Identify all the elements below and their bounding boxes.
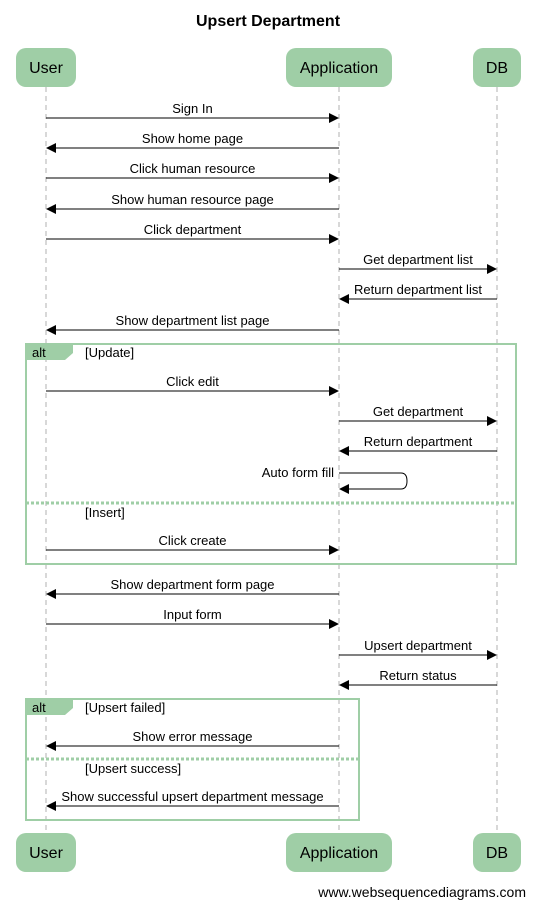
message-label: Return department xyxy=(364,434,473,449)
message: Return department xyxy=(339,434,497,456)
frame-keyword: alt xyxy=(32,700,46,715)
message-label: Upsert department xyxy=(364,638,472,653)
frame-condition: [Update] xyxy=(85,345,134,360)
participant-box xyxy=(473,833,521,872)
message-arrow xyxy=(339,472,408,494)
participant-label: User xyxy=(29,60,63,77)
participant-label: Application xyxy=(300,60,378,77)
participant-box xyxy=(286,48,392,87)
message-label: Get department xyxy=(373,404,464,419)
message: Auto form fill xyxy=(262,465,408,494)
participant-label: DB xyxy=(486,60,508,77)
message: Show department form page xyxy=(46,577,339,599)
message-label: Return status xyxy=(379,668,457,683)
participant-app-bottom: Application xyxy=(286,833,392,872)
frame-condition: [Insert] xyxy=(85,505,125,520)
frame-border xyxy=(25,343,517,565)
frame-tab xyxy=(26,344,73,360)
frame-condition: [Upsert success] xyxy=(85,761,181,776)
message-label: Click department xyxy=(144,222,242,237)
alt-frame-2: alt [Upsert failed] [Upsert success] xyxy=(25,698,360,821)
participant-user-top: User xyxy=(16,48,76,87)
message: Upsert department xyxy=(339,638,497,660)
message-label: Show department form page xyxy=(110,577,274,592)
message: Return status xyxy=(339,668,497,690)
message: Show successful upsert department messag… xyxy=(46,789,339,811)
frame-keyword: alt xyxy=(32,345,46,360)
message-label: Get department list xyxy=(363,252,473,267)
participant-label: DB xyxy=(486,845,508,862)
message: Show human resource page xyxy=(46,192,339,214)
footer-credit: www.websequencediagrams.com xyxy=(317,884,526,900)
participant-db-bottom: DB xyxy=(473,833,521,872)
message: Click department xyxy=(46,222,339,244)
frame-condition: [Upsert failed] xyxy=(85,700,165,715)
message-label: Show human resource page xyxy=(111,192,274,207)
message: Input form xyxy=(46,607,339,629)
message-label: Click edit xyxy=(166,374,219,389)
message-label: Input form xyxy=(163,607,222,622)
diagram-title: Upsert Department xyxy=(196,13,341,30)
participant-box xyxy=(286,833,392,872)
message-label: Show home page xyxy=(142,131,243,146)
participant-label: User xyxy=(29,845,63,862)
message-label: Click human resource xyxy=(130,161,256,176)
message: Get department list xyxy=(339,252,497,274)
message: Show error message xyxy=(46,729,339,751)
participant-app-top: Application xyxy=(286,48,392,87)
participant-box xyxy=(473,48,521,87)
message-label: Return department list xyxy=(354,282,482,297)
message: Show home page xyxy=(46,131,339,153)
participant-box xyxy=(16,48,76,87)
message: Show department list page xyxy=(46,313,339,335)
message-label: Show error message xyxy=(133,729,253,744)
message-label: Click create xyxy=(159,533,227,548)
message: Click human resource xyxy=(46,161,339,183)
alt-frame-1: alt [Update] [Insert] xyxy=(25,343,517,565)
alt-frames: alt [Update] [Insert] alt [Upsert failed] [Up… xyxy=(25,343,517,821)
participant-label: Application xyxy=(300,845,378,862)
message: Click create xyxy=(46,533,339,555)
participant-box xyxy=(16,833,76,872)
frame-tab xyxy=(26,699,73,715)
message: Sign In xyxy=(46,101,339,123)
message-label: Show successful upsert department messag… xyxy=(61,789,323,804)
message-label: Auto form fill xyxy=(262,465,334,480)
message: Click edit xyxy=(46,374,339,396)
message-label: Show department list page xyxy=(116,313,270,328)
message-label: Sign In xyxy=(172,101,212,116)
message: Get department xyxy=(339,404,497,426)
message: Return department list xyxy=(339,282,497,304)
participant-user-bottom: User xyxy=(16,833,76,872)
participant-db-top: DB xyxy=(473,48,521,87)
